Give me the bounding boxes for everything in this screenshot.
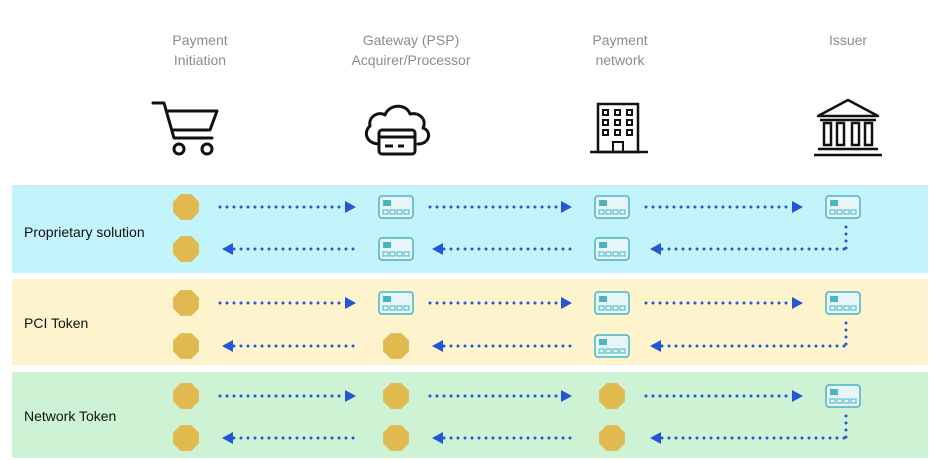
- column-header-line2: network: [595, 52, 645, 68]
- arrow-right-icon: [792, 390, 803, 402]
- arrow-right-icon: [792, 201, 803, 213]
- column-header-line1: Payment: [172, 32, 228, 48]
- column-header-line1: Payment: [592, 32, 648, 48]
- row-label-network-token: Network Token: [24, 408, 117, 424]
- payment-card-icon: [825, 291, 861, 315]
- arrow-right-icon: [561, 297, 572, 309]
- payment-card-icon: [594, 291, 630, 315]
- arrow-right-icon: [561, 390, 572, 402]
- payment-card-icon: [594, 195, 630, 219]
- column-header-payment-network: Payment network: [540, 30, 700, 70]
- arrow-left-icon: [650, 243, 661, 255]
- office-building-icon: [590, 102, 648, 154]
- coin-token-icon: [383, 425, 409, 451]
- bank-icon: [814, 98, 882, 157]
- payment-card-icon: [378, 291, 414, 315]
- row-band-network-token: [12, 372, 928, 458]
- payment-card-icon: [825, 195, 861, 219]
- arrow-left-icon: [432, 243, 443, 255]
- coin-token-icon: [173, 333, 199, 359]
- row-label-pci-token: PCI Token: [24, 315, 89, 331]
- cloud-card-icon: [364, 104, 431, 156]
- arrow-right-icon: [345, 390, 356, 402]
- arrow-left-icon: [432, 340, 443, 352]
- coin-token-icon: [173, 383, 199, 409]
- column-header-line1: Gateway (PSP): [362, 32, 460, 48]
- coin-token-icon: [173, 194, 199, 220]
- coin-token-icon: [599, 383, 625, 409]
- payment-card-icon: [825, 384, 861, 408]
- arrow-right-icon: [345, 201, 356, 213]
- column-header-line2: Acquirer/Processor: [351, 52, 471, 68]
- coin-token-icon: [599, 425, 625, 451]
- arrow-right-icon: [561, 201, 572, 213]
- arrow-right-icon: [345, 297, 356, 309]
- column-header-line1: Issuer: [828, 32, 868, 48]
- arrow-right-icon: [792, 297, 803, 309]
- payment-card-icon: [594, 334, 630, 358]
- shopping-cart-icon: [151, 101, 219, 156]
- row-label-proprietary-solution: Proprietary solution: [24, 224, 145, 240]
- payment-card-icon: [594, 237, 630, 261]
- row-band-pci-token: [12, 279, 928, 365]
- payment-card-icon: [378, 237, 414, 261]
- column-header-line2: Initiation: [173, 52, 227, 68]
- arrow-left-icon: [222, 340, 233, 352]
- column-header-gateway: Gateway (PSP) Acquirer/Processor: [331, 30, 491, 70]
- column-header-issuer: Issuer: [768, 30, 928, 50]
- arrow-left-icon: [432, 432, 443, 444]
- coin-token-icon: [383, 333, 409, 359]
- column-header-payment-initiation: Payment Initiation: [120, 30, 280, 70]
- arrow-left-icon: [222, 432, 233, 444]
- coin-token-icon: [383, 383, 409, 409]
- coin-token-icon: [173, 290, 199, 316]
- payment-card-icon: [378, 195, 414, 219]
- arrow-left-icon: [222, 243, 233, 255]
- arrow-left-icon: [650, 340, 661, 352]
- coin-token-icon: [173, 425, 199, 451]
- coin-token-icon: [173, 236, 199, 262]
- row-band-proprietary-solution: [12, 185, 928, 273]
- arrow-left-icon: [650, 432, 661, 444]
